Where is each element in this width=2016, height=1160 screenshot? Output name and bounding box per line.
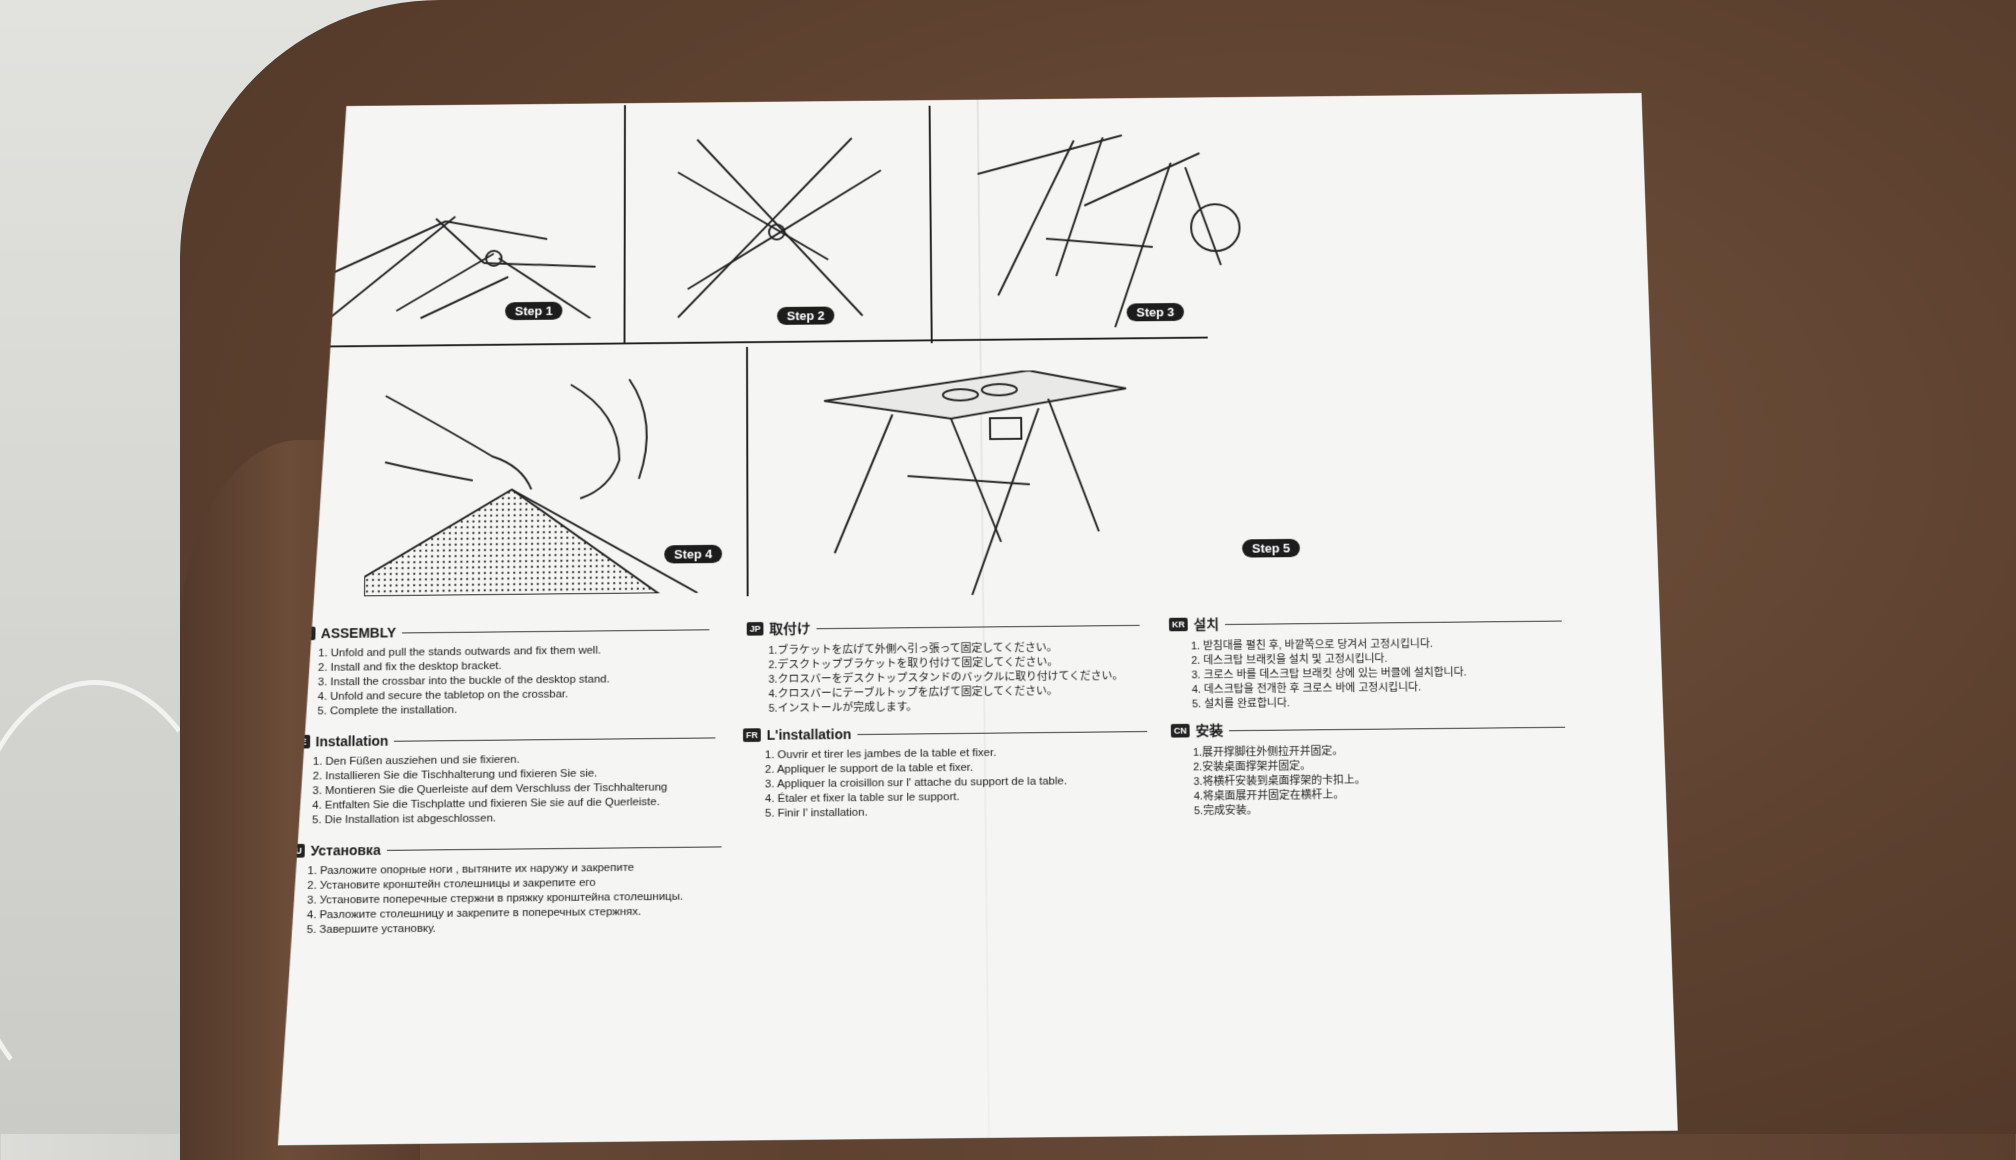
section-title: L'installation xyxy=(767,726,852,742)
section-title: Установка xyxy=(311,842,381,858)
lang-code-badge: KR xyxy=(1169,618,1188,632)
step-3-badge: Step 3 xyxy=(1127,303,1185,321)
section-fr: FRL'installation 1. Ouvrir et tirer les … xyxy=(743,723,1149,821)
list-item: 5. Complete the installation. xyxy=(317,701,709,720)
section-kr: KR설치 1. 받침대를 펼친 후, 바깥쪽으로 당겨서 고정시킵니다. 2. … xyxy=(1169,611,1565,712)
step-1-badge: Step 1 xyxy=(505,302,562,320)
step2-illustration xyxy=(659,128,912,327)
list-item: 5.完成安装。 xyxy=(1194,801,1568,819)
section-title: Installation xyxy=(315,733,388,749)
list-item: 5. Завершите установку. xyxy=(307,919,722,938)
step-5-badge: Step 5 xyxy=(1242,539,1300,558)
section-title: 取付け xyxy=(769,619,810,639)
step-4-badge: Step 4 xyxy=(664,545,722,564)
instruction-sheet: Step 1 Step 2 Step 3 xyxy=(278,93,1678,1145)
section-title: 安装 xyxy=(1195,721,1223,741)
step3-illustration xyxy=(958,125,1252,334)
divider-line xyxy=(929,106,933,343)
step5-illustration xyxy=(814,369,1139,601)
list-item: 5.インストールが完成します。 xyxy=(769,698,1141,716)
step1-illustration xyxy=(299,150,610,322)
section-jp: JP取付け 1.ブラケットを広げて外側へ引っ張って固定してください。 2.デスク… xyxy=(747,615,1141,716)
lang-code-badge: CN xyxy=(1171,724,1190,738)
section-title: ASSEMBLY xyxy=(321,625,396,641)
section-cn: CN安装 1.展开撑脚往外侧拉开并固定。 2.安装桌面撑架并固定。 3.将横杆安… xyxy=(1171,717,1568,819)
section-de: DEInstallation 1. Den Füßen ausziehen un… xyxy=(290,730,715,829)
list-item: 5. 설치를 완료합니다. xyxy=(1192,694,1565,712)
section-en: ENASSEMBLY 1. Unfold and pull the stands… xyxy=(296,622,710,720)
lang-code-badge: FR xyxy=(743,728,761,742)
divider-line xyxy=(624,105,626,343)
divider-line xyxy=(746,347,749,596)
list-item: 5. Die Installation ist abgeschlossen. xyxy=(312,809,716,828)
list-item: 5. Finir l' installation. xyxy=(765,803,1149,822)
section-title: 설치 xyxy=(1193,614,1219,633)
step-2-badge: Step 2 xyxy=(777,306,834,324)
section-ru: RUУстановка 1. Разложите опорные ноги , … xyxy=(285,839,722,939)
divider-line xyxy=(299,337,1208,348)
lang-code-badge: JP xyxy=(747,622,764,636)
